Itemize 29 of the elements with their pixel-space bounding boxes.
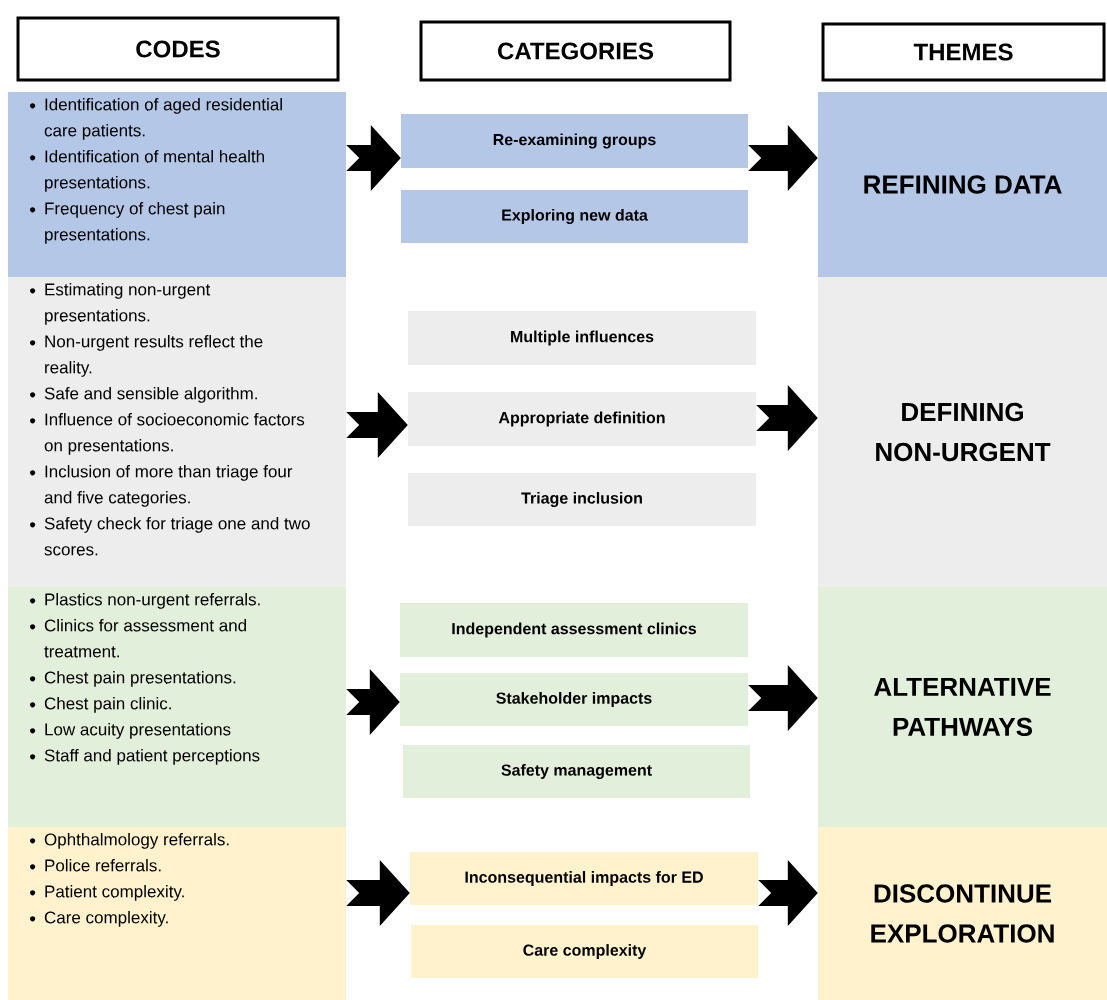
category-box: Exploring new data bbox=[401, 190, 748, 243]
category-box: Care complexity bbox=[411, 925, 758, 978]
category-box: Appropriate definition bbox=[408, 392, 756, 446]
category-box: Triage inclusion bbox=[408, 473, 756, 526]
code-list-panel: Plastics non-urgent referrals. Clinics for assessment and treatment. Chest pain presentations. Chest pain clinic. Low acuity presentations Staff and patient perceptions bbox=[8, 587, 346, 827]
category-box: Stakeholder impacts bbox=[400, 673, 748, 726]
category-box: Independent assessment clinics bbox=[400, 603, 748, 657]
code-list-panel: Ophthalmology referrals. Police referrals. Patient complexity. Care complexity. bbox=[8, 827, 346, 1000]
category-box: Re-examining groups bbox=[401, 114, 748, 168]
theme-panel: ALTERNATIVE PATHWAYS bbox=[818, 587, 1107, 827]
category-box: Safety management bbox=[403, 745, 750, 798]
chevron-arrow bbox=[346, 669, 400, 735]
chevron-arrow bbox=[346, 125, 401, 191]
category-box: Inconsequential impacts for ED bbox=[410, 852, 758, 905]
chevron-arrow bbox=[346, 860, 410, 926]
category-box: Multiple influences bbox=[408, 311, 756, 365]
chevron-arrow bbox=[758, 860, 818, 926]
chevron-arrow bbox=[748, 125, 818, 191]
code-list-panel: Estimating non-urgent presentations. Non-urgent results reflect the reality. Safe and sensible algorithm. Influence of socioeconomic factors on presentations. Inclusion of more than triage four and five categories. Safety check for triage one and two scores. bbox=[8, 277, 346, 587]
code-list-panel: Identification of aged residential care patients. Identification of mental health presentations. Frequency of chest pain presentations. bbox=[8, 92, 346, 277]
header-box: CATEGORIES bbox=[419, 20, 732, 82]
chevron-arrow bbox=[346, 392, 408, 458]
theme-panel: DEFINING NON-URGENT bbox=[818, 277, 1107, 587]
theme-panel: REFINING DATA bbox=[818, 92, 1107, 277]
chevron-arrow bbox=[756, 385, 818, 451]
theme-panel: DISCONTINUE EXPLORATION bbox=[818, 827, 1107, 1000]
chevron-arrow bbox=[748, 665, 818, 731]
header-box: THEMES bbox=[821, 22, 1106, 82]
header-box: CODES bbox=[16, 16, 340, 82]
